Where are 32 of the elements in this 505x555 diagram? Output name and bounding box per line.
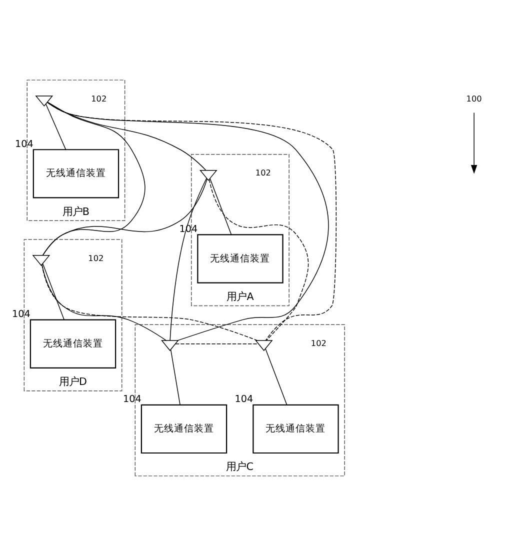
connector [41,264,258,340]
node-box: 无线通信装置 [32,148,119,198]
node-label: 102 [88,252,104,262]
connector [169,177,206,340]
node-label: 104 [234,394,253,405]
arrow [470,112,477,174]
connector [264,348,287,405]
node-text: 100 [466,92,482,103]
node-label: 104 [14,138,33,150]
connector [42,262,64,320]
connector [42,101,145,256]
connector [209,178,232,234]
connector [208,178,308,340]
connector [42,178,208,256]
node-antenna [32,254,50,266]
connector [41,264,166,340]
node-antenna [199,169,217,180]
node-label: 102 [254,167,270,178]
node-box: 无线通信装置 [196,234,283,283]
node-label: 104 [12,308,30,320]
node-label: 104 [122,394,141,405]
node-box: 无线通信装置 [29,318,116,368]
node-antenna [160,340,178,351]
connector [174,342,258,344]
node-label: 102 [90,92,106,103]
node-antenna [34,95,53,106]
node-box: 无线通信装置 [140,404,227,454]
connector [170,348,180,405]
node-box: 无线通信装置 [252,404,338,454]
node-antenna [254,340,272,351]
connector [44,103,66,150]
node-label: 102 [310,337,326,348]
